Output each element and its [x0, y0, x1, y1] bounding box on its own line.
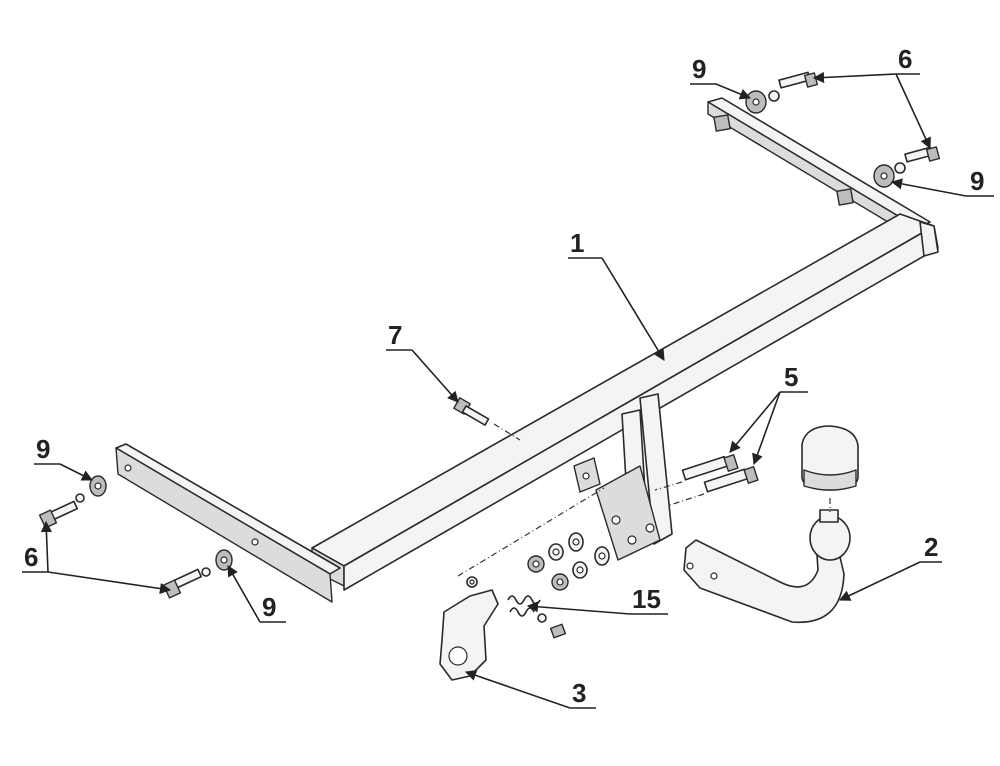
- label-socket-plate: 3: [572, 678, 586, 708]
- label-bolt-top: 6: [898, 44, 912, 74]
- label-ball-neck: 2: [924, 532, 938, 562]
- label-washer-top-left: 9: [692, 54, 706, 84]
- label-bolt-center: 7: [388, 320, 402, 350]
- ball-cap: [801, 425, 859, 491]
- label-bolt-left: 6: [24, 542, 38, 572]
- label-spring-kit: 15: [632, 584, 661, 614]
- neck-bolts: [654, 454, 759, 506]
- label-washer-left-top: 9: [36, 434, 50, 464]
- top-bolts: [745, 71, 941, 188]
- label-washer-top-right: 9: [970, 166, 984, 196]
- right-side-bracket: [707, 97, 931, 241]
- label-main-bar: 1: [570, 228, 584, 258]
- ball-neck: [683, 498, 851, 624]
- spring-kit: [507, 595, 567, 639]
- nut-washer-stack: [457, 487, 610, 591]
- left-side-bracket: [115, 443, 341, 603]
- center-bolt: [453, 397, 521, 441]
- socket-plate: [439, 576, 499, 681]
- center-mounting-plates: [573, 393, 673, 561]
- label-neck-bolts: 5: [784, 362, 798, 392]
- leader-lines: [22, 71, 994, 709]
- label-washer-left-bottom: 9: [262, 592, 276, 622]
